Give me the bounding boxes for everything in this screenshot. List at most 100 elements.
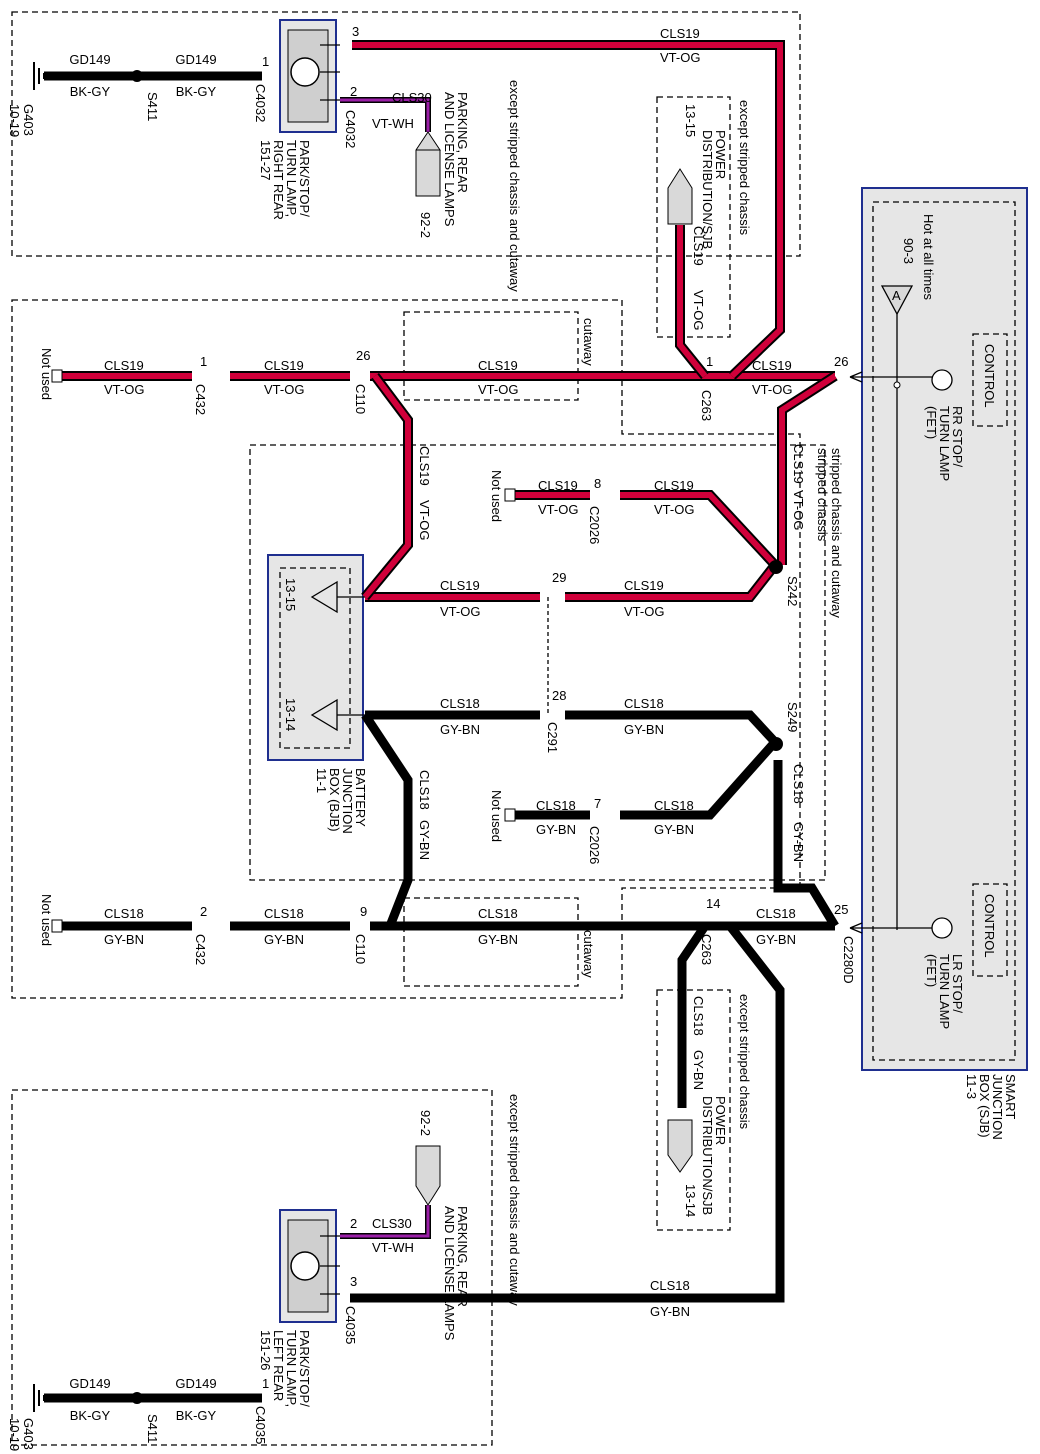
gybn-c432: C432: [193, 934, 208, 965]
bottom-g403: G403: [21, 1418, 36, 1450]
not-used-3: [504, 488, 516, 502]
connectors: [51, 70, 783, 1404]
stripped-note-2: stripped chassis and cutaway: [829, 448, 844, 618]
top-parking-1: PARKING, REAR: [455, 92, 470, 193]
sjb-control-1: CONTROL: [982, 344, 997, 408]
top-pin3: 3: [352, 24, 359, 39]
vtog-pin-c432: 1: [200, 354, 207, 369]
vtog-c4: VT-OG: [752, 382, 792, 397]
fuse-symbol: [880, 285, 914, 316]
rr-lamp-1: PARK/STOP/: [297, 140, 312, 217]
v-red-color: VT-OG: [791, 490, 806, 530]
top-gd149-color: BK-GY: [70, 84, 111, 99]
pdist-top-title-2: DISTRIBUTION/SJB: [700, 130, 715, 249]
r28-w2: CLS18: [624, 696, 664, 711]
r28-c1: GY-BN: [440, 722, 480, 737]
wire-cls18-bjb-to-c110: [361, 712, 413, 928]
sjb-lr-output: [849, 922, 932, 934]
gybn-c263: C263: [699, 934, 714, 965]
rr-lamp-3: RIGHT REAR: [271, 140, 286, 220]
sjb-lr-2: TURN LAMP: [937, 954, 952, 1029]
top-pin1: 1: [262, 54, 269, 69]
vtog-c110: C110: [353, 384, 368, 414]
top-parking-ref: 92-2: [418, 212, 433, 238]
fet-lr-icon: [931, 917, 953, 939]
sjb-control-2: CONTROL: [982, 894, 997, 958]
nu1-c1: VT-OG: [538, 502, 578, 517]
splice-s249: [769, 737, 783, 751]
pdist-bottom-note: except stripped chassis: [737, 994, 752, 1130]
cutaway-box-top: [403, 311, 579, 401]
bjb-ref: 11-1: [314, 768, 329, 793]
pdist-top-title-1: POWER: [713, 130, 728, 179]
parking-lamps-top-connector: [415, 131, 441, 197]
nu1-w2: CLS19: [654, 478, 694, 493]
top-parking-2: AND LICENSE LAMPS: [442, 92, 457, 227]
bulb-right-rear-icon: [290, 57, 320, 87]
nu1-w1: CLS19: [538, 478, 578, 493]
vtog-not-used: Not used: [39, 348, 54, 400]
bjb-title-3: BOX (BJB): [327, 768, 342, 832]
vtog-c263: C263: [699, 390, 714, 421]
vtog-cutaway: cutaway: [581, 318, 596, 366]
bottom-c4035: C4035: [253, 1406, 268, 1444]
gybn-pin-c432: 2: [200, 904, 207, 919]
gybn-c3: GY-BN: [478, 932, 518, 947]
r29-w1: CLS19: [440, 578, 480, 593]
r28-c2: GY-BN: [624, 722, 664, 737]
power-dist-bottom-box: [656, 989, 731, 1231]
bottom-pin2: 2: [350, 1216, 357, 1231]
v-red-name: CLS19: [791, 444, 806, 484]
splice-s411-top: [131, 70, 143, 82]
v-blk-name: CLS18: [791, 764, 806, 804]
bulb-left-rear-icon: [290, 1251, 320, 1281]
vtog-pin-c110: 26: [356, 348, 370, 363]
gybn-w2: CLS18: [264, 906, 304, 921]
top-g403: G403: [21, 104, 36, 136]
bottom-g403-ref: 10-19: [7, 1418, 22, 1451]
sjb-lr-3: (FET): [924, 954, 939, 987]
bottom-gd149-color: BK-GY: [70, 1408, 111, 1423]
sjb-pin-26: 26: [834, 354, 848, 369]
r28-conn: C291: [545, 722, 560, 753]
top-cls30-color: VT-WH: [372, 116, 414, 131]
power-dist-top-box: [656, 96, 731, 338]
pdist-bottom-title-2: DISTRIBUTION/SJB: [700, 1096, 715, 1215]
top-gd149-name-2: GD149: [175, 52, 216, 67]
r28-w1: CLS18: [440, 696, 480, 711]
bjb-title-1: BATTERY: [353, 768, 368, 827]
vtog-w3: CLS19: [478, 358, 518, 373]
gybn-c4: GY-BN: [756, 932, 796, 947]
sjb-node-rr: [893, 381, 901, 389]
wire-cls18-sjb-to-s249: [773, 760, 839, 929]
r29-pin: 29: [552, 570, 566, 585]
vtog-w4: CLS19: [752, 358, 792, 373]
top-pin2: 2: [350, 84, 357, 99]
nu1-conn: C2026: [587, 506, 602, 544]
bjb-fuse-leads: [337, 596, 365, 716]
gybn-pin-c263: 14: [706, 896, 720, 911]
sjb-fuse-ref: 90-3: [901, 238, 916, 264]
gybn-w4: CLS18: [756, 906, 796, 921]
sjb-pin-25: 25: [834, 902, 848, 917]
gybn-cutaway: cutaway: [581, 930, 596, 978]
gybn-c1: GY-BN: [104, 932, 144, 947]
left-blk-name: CLS18: [417, 770, 432, 810]
lr-lamp-1: PARK/STOP/: [297, 1330, 312, 1407]
sjb-control-box-1: [972, 333, 1008, 427]
bottom-gd149-name-2: GD149: [175, 1376, 216, 1391]
s249-label: S249: [785, 702, 800, 732]
bottom-cls30: CLS30: [372, 1216, 412, 1231]
sjb-lr-1: LR STOP/: [950, 954, 965, 1013]
wire-cls18-bjb-to-s249: [365, 710, 779, 746]
sjb-title-1: SMART: [1003, 1074, 1018, 1119]
top-cls19-name: CLS19: [660, 26, 700, 41]
left-red-color: VT-OG: [417, 500, 432, 540]
gybn-w3: CLS18: [478, 906, 518, 921]
sjb-rr-3: (FET): [924, 406, 939, 439]
sjb-connector: C2280D: [841, 936, 856, 984]
top-gd149-color-2: BK-GY: [176, 84, 217, 99]
lr-lamp-3: LEFT REAR: [271, 1330, 286, 1401]
splice-s411-bottom: [131, 1392, 143, 1404]
top-gd149-name: GD149: [69, 52, 110, 67]
